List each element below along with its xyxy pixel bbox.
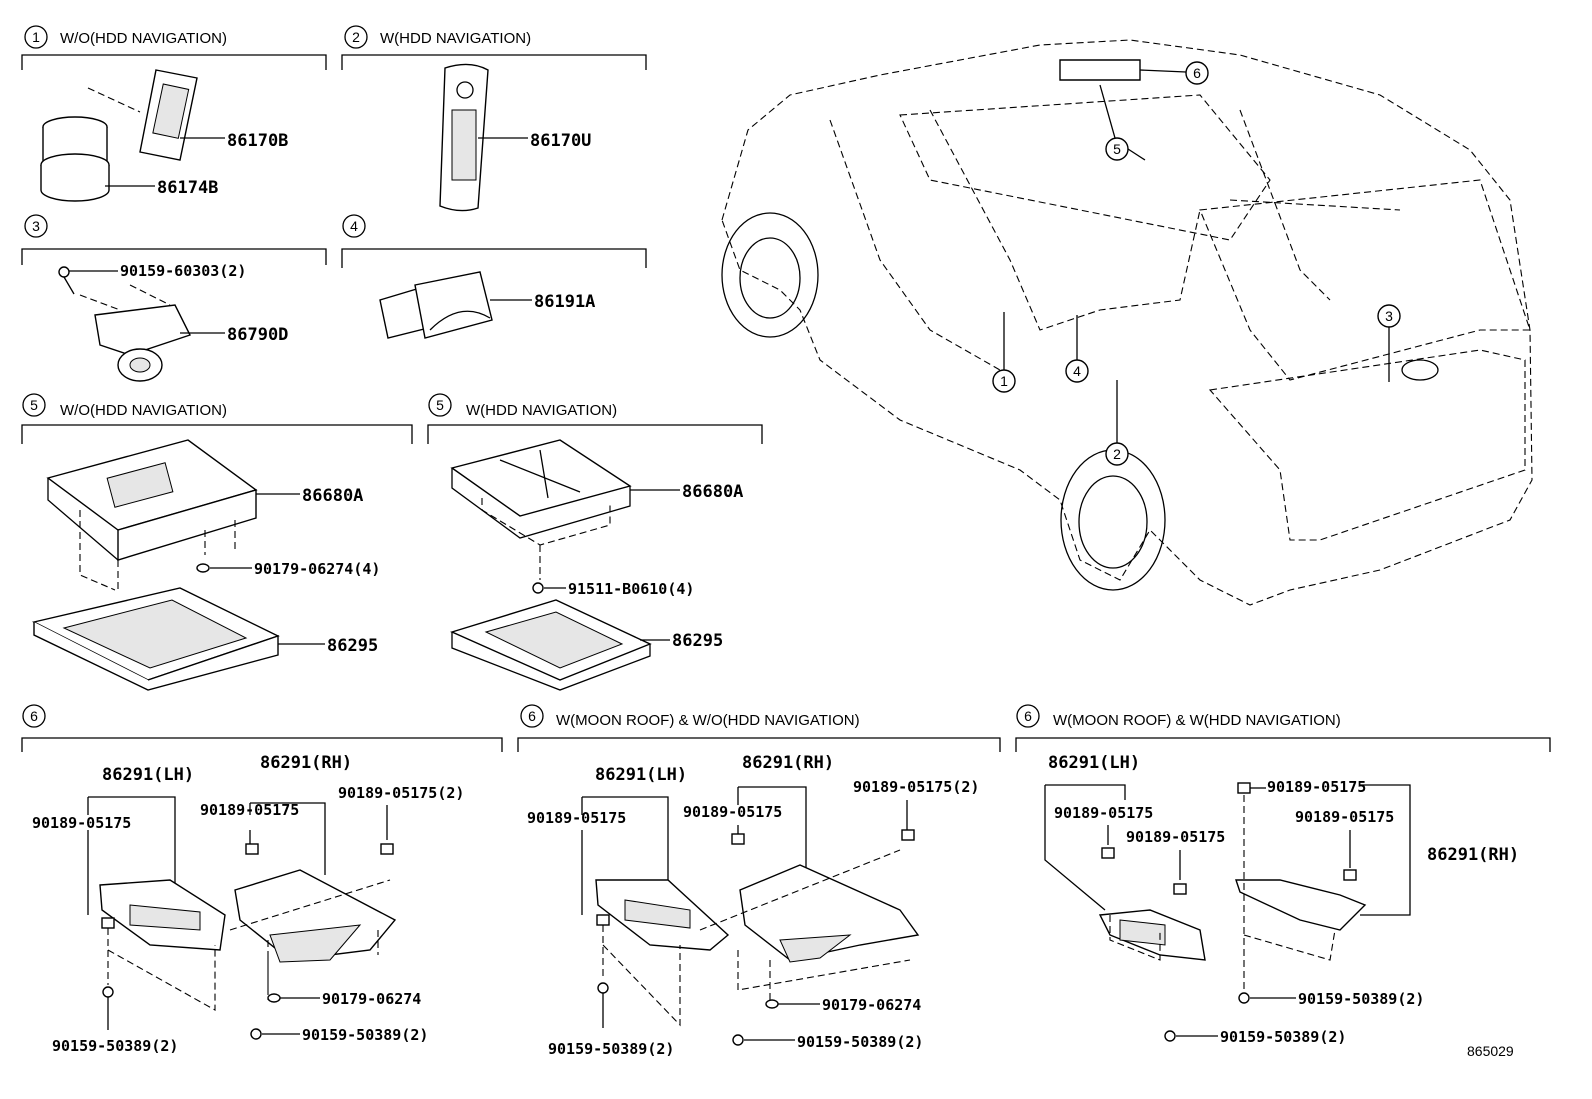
bracket-lh-b-drawing [595, 879, 730, 951]
section-4: 4 86191A [341, 214, 647, 339]
part-90159-50389-a2: 90159-50389(2) [302, 1026, 428, 1044]
part-86170U: 86170U [530, 131, 591, 151]
section-1-number: 1 [32, 29, 40, 45]
part-86291-lh-a: 86291(LH) [102, 765, 194, 785]
part-86680A-a: 86680A [302, 486, 363, 506]
section-6c-number: 6 [1024, 708, 1032, 724]
part-90159-50389-a1: 90159-50389(2) [52, 1037, 178, 1055]
section-3-number: 3 [32, 218, 40, 234]
vehicle-callouts: 1 2 3 4 5 6 [992, 61, 1401, 466]
section-5b-title: W(HDD NAVIGATION) [466, 402, 617, 419]
part-90179-06274-a: 90179-06274 [322, 990, 421, 1008]
part-86680A-b: 86680A [682, 482, 743, 502]
section-5a-title: W/O(HDD NAVIGATION) [60, 402, 227, 419]
callout-6: 6 [1193, 65, 1201, 81]
section-4-number: 4 [350, 218, 358, 234]
document-id: 865029 [1467, 1043, 1514, 1059]
hdd-rear-trim-drawing [450, 599, 652, 691]
callout-4: 4 [1073, 363, 1081, 379]
part-86291-lh-c: 86291(LH) [1048, 753, 1140, 773]
part-90189-05175-b3: 90189-05175(2) [853, 778, 979, 796]
part-90189-05175-a3: 90189-05175(2) [338, 784, 464, 802]
usb-module-drawing [379, 271, 493, 339]
vehicle-drawing [721, 39, 1533, 606]
part-90189-05175-a1: 90189-05175 [32, 814, 131, 832]
bracket-lh-c-drawing [1098, 909, 1206, 961]
section-3: 3 90159-60303(2) 86790D [21, 214, 327, 382]
part-86174B: 86174B [157, 178, 218, 198]
bracket-lh-a-drawing [99, 879, 226, 951]
part-90189-05175-c3: 90189-05175 [1267, 778, 1366, 796]
section-6-moonroof-wo: 6 W(MOON ROOF) & W/O(HDD NAVIGATION) 862… [517, 704, 1001, 1058]
part-90189-05175-c2: 90189-05175 [1126, 828, 1225, 846]
rear-trim-drawing [31, 587, 280, 691]
section-2-title: W(HDD NAVIGATION) [380, 30, 531, 47]
part-86291-rh-b: 86291(RH) [742, 753, 834, 773]
section-6c-title: W(MOON ROOF) & W(HDD NAVIGATION) [1053, 712, 1341, 729]
part-86291-rh-a: 86291(RH) [260, 753, 352, 773]
part-90159-60303: 90159-60303(2) [120, 262, 246, 280]
bracket-rh-a-drawing [234, 869, 397, 963]
part-86790D: 86790D [227, 325, 288, 345]
section-1: 1 W/O(HDD NAVIGATION) 86170B 86174B [21, 25, 327, 202]
section-5a-number: 5 [30, 397, 38, 413]
part-91511-B0610-4: 91511-B0610(4) [568, 580, 694, 598]
part-90159-50389-b2: 90159-50389(2) [797, 1033, 923, 1051]
part-90179-06274-4: 90179-06274(4) [254, 560, 380, 578]
callout-2: 2 [1113, 446, 1121, 462]
part-90189-05175-b2: 90189-05175 [683, 803, 782, 821]
section-6b-number: 6 [528, 708, 536, 724]
part-90189-05175-c1: 90189-05175 [1054, 804, 1153, 822]
section-5-w: 5 W(HDD NAVIGATION) 86680A 91511-B0610(4… [427, 393, 763, 691]
part-86191A: 86191A [534, 292, 595, 312]
bracket-rh-b-drawing [739, 864, 920, 963]
section-2: 2 W(HDD NAVIGATION) 86170U [341, 25, 647, 212]
remote-holder-drawing [40, 116, 110, 202]
part-90159-50389-c2: 90159-50389(2) [1220, 1028, 1346, 1046]
hdd-display-unit-drawing [450, 439, 632, 539]
section-1-title: W/O(HDD NAVIGATION) [60, 30, 227, 47]
camera-drawing [94, 304, 191, 382]
part-90189-05175-c4: 90189-05175 [1295, 808, 1394, 826]
part-86295-b: 86295 [672, 631, 723, 651]
section-6a-number: 6 [30, 708, 38, 724]
clip-drawing [58, 266, 75, 295]
part-86170B: 86170B [227, 131, 288, 151]
remote-control-drawing [139, 69, 198, 161]
rear-display-unit-drawing [46, 439, 258, 561]
part-90159-50389-b1: 90159-50389(2) [548, 1040, 674, 1058]
bracket-rh-c-drawing [1235, 879, 1367, 931]
section-5-wo: 5 W/O(HDD NAVIGATION) 86680A 90179-06274… [21, 393, 413, 691]
section-6b-title: W(MOON ROOF) & W/O(HDD NAVIGATION) [556, 712, 860, 729]
section-6-plain: 6 86291(LH) 86291(RH) 90189-05175 90189-… [21, 704, 503, 1055]
part-86291-lh-b: 86291(LH) [595, 765, 687, 785]
hdd-remote-drawing [439, 63, 489, 212]
callout-5: 5 [1113, 141, 1121, 157]
part-86291-rh-c: 86291(RH) [1427, 845, 1519, 865]
part-86295-a: 86295 [327, 636, 378, 656]
callout-1: 1 [1000, 373, 1008, 389]
section-2-number: 2 [352, 29, 360, 45]
part-90159-50389-c1: 90159-50389(2) [1298, 990, 1424, 1008]
part-90189-05175-b1: 90189-05175 [527, 809, 626, 827]
section-5b-number: 5 [436, 397, 444, 413]
section-6-moonroof-w: 6 W(MOON ROOF) & W(HDD NAVIGATION) 86291… [1015, 704, 1551, 1046]
part-90179-06274-b: 90179-06274 [822, 996, 921, 1014]
callout-3: 3 [1385, 308, 1393, 324]
